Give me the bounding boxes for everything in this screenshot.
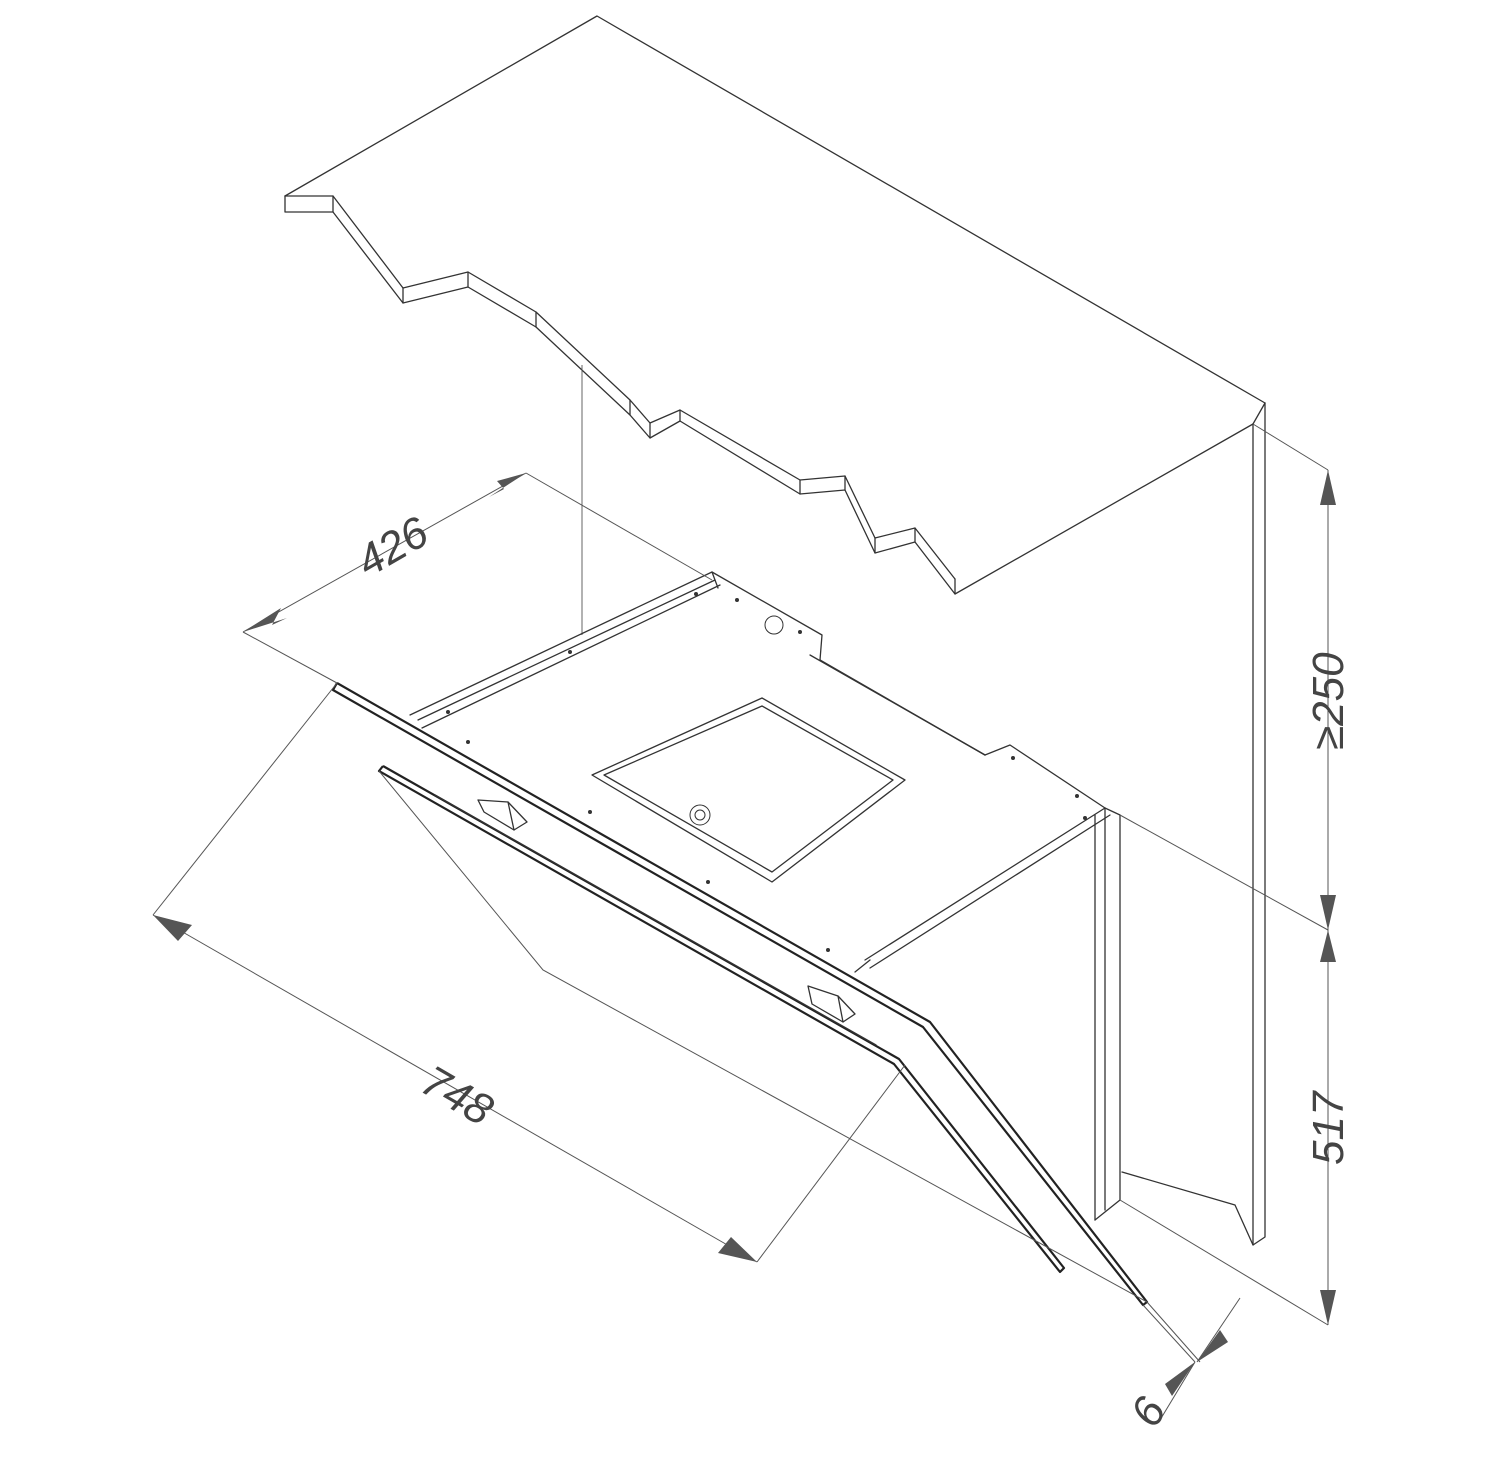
label-748: 748 bbox=[413, 1056, 502, 1135]
dimension-426 bbox=[242, 472, 713, 684]
dimension-6 bbox=[1142, 1297, 1241, 1421]
grease-filter bbox=[591, 697, 906, 883]
label-min-height: ≥250 bbox=[1304, 652, 1353, 750]
dimension-517 bbox=[1119, 930, 1336, 1326]
hinge-left bbox=[477, 799, 528, 831]
label-glass-thickness: 6 bbox=[1121, 1389, 1176, 1435]
hood-body bbox=[409, 571, 1121, 1221]
dimension-250 bbox=[1119, 423, 1336, 931]
label-426: 426 bbox=[349, 507, 438, 586]
upper-cabinet bbox=[284, 15, 1266, 1246]
dimension-748 bbox=[152, 682, 1148, 1303]
label-517: 517 bbox=[1304, 1090, 1353, 1165]
glass-panel bbox=[331, 682, 1149, 1307]
hinge-right bbox=[807, 985, 856, 1023]
